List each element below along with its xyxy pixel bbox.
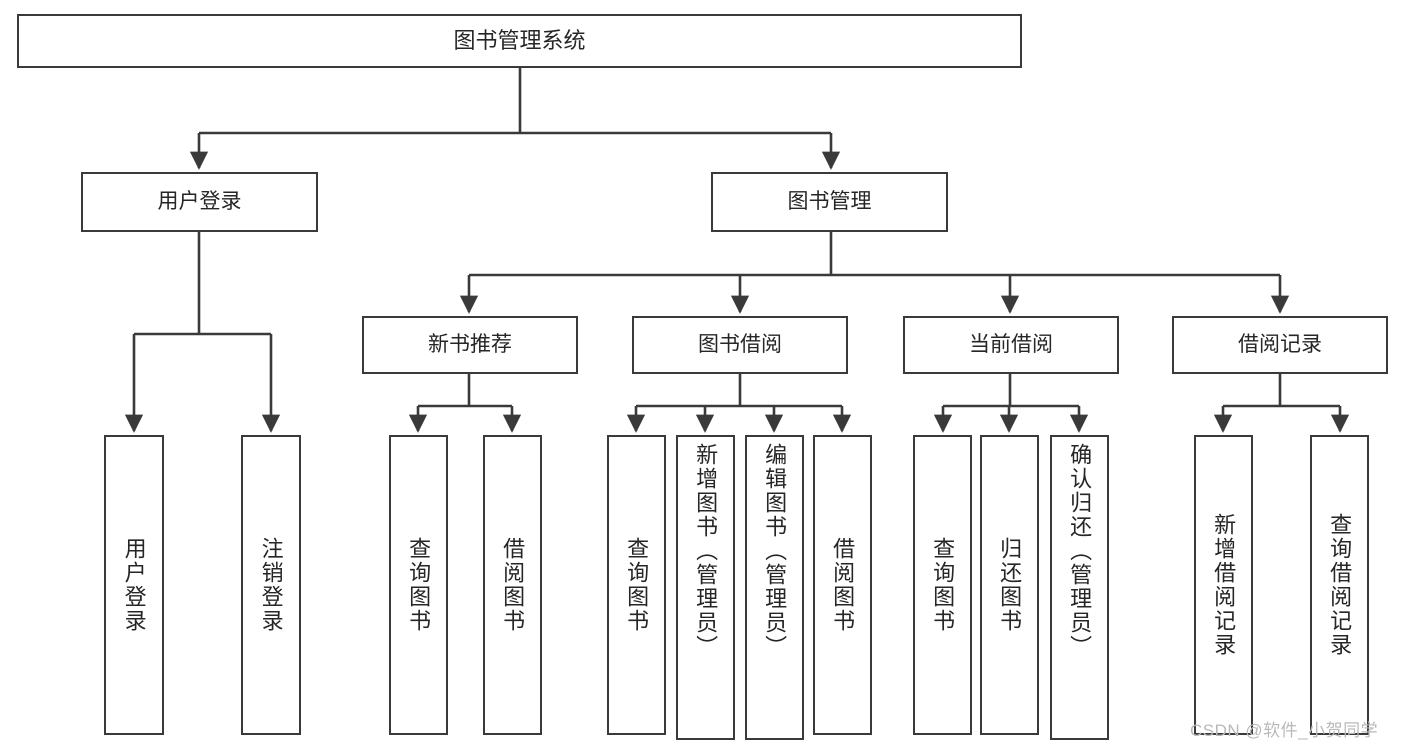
node-leaf-query-book-2[interactable]: 查询图书 <box>607 435 666 735</box>
node-leaf-user-login-label: 用户登录 <box>121 537 147 633</box>
node-book-borrow-label: 图书借阅 <box>698 333 782 357</box>
node-user-login[interactable]: 用户登录 <box>81 172 318 232</box>
node-leaf-user-login[interactable]: 用户登录 <box>104 435 164 735</box>
node-leaf-logout-login-label: 注销登录 <box>258 537 284 633</box>
node-leaf-query-book-3-label: 查询图书 <box>930 537 956 633</box>
node-leaf-borrow-book-2[interactable]: 借阅图书 <box>813 435 872 735</box>
node-leaf-edit-book-admin-label: 编辑图书（管理员） <box>762 443 788 659</box>
node-user-login-label: 用户登录 <box>157 190 242 214</box>
node-leaf-borrow-book-1-label: 借阅图书 <box>500 537 526 633</box>
node-leaf-add-borrow-record-label: 新增借阅记录 <box>1211 513 1237 657</box>
node-leaf-return-book[interactable]: 归还图书 <box>980 435 1039 735</box>
node-leaf-borrow-book-1[interactable]: 借阅图书 <box>483 435 542 735</box>
node-leaf-add-borrow-record[interactable]: 新增借阅记录 <box>1194 435 1253 735</box>
node-leaf-add-book-admin[interactable]: 新增图书（管理员） <box>676 435 735 740</box>
node-current-borrow[interactable]: 当前借阅 <box>903 316 1119 374</box>
node-leaf-query-borrow-record[interactable]: 查询借阅记录 <box>1310 435 1369 735</box>
node-leaf-confirm-return-admin[interactable]: 确认归还（管理员） <box>1050 435 1109 740</box>
node-book-manage-label: 图书管理 <box>787 190 872 214</box>
node-leaf-query-book-1-label: 查询图书 <box>406 537 432 633</box>
node-leaf-edit-book-admin[interactable]: 编辑图书（管理员） <box>745 435 804 740</box>
node-leaf-query-book-2-label: 查询图书 <box>624 537 650 633</box>
node-current-borrow-label: 当前借阅 <box>969 333 1053 357</box>
node-leaf-query-book-3[interactable]: 查询图书 <box>913 435 972 735</box>
node-leaf-query-borrow-record-label: 查询借阅记录 <box>1327 513 1353 657</box>
node-book-manage[interactable]: 图书管理 <box>711 172 948 232</box>
node-leaf-logout-login[interactable]: 注销登录 <box>241 435 301 735</box>
node-borrow-record[interactable]: 借阅记录 <box>1172 316 1388 374</box>
node-new-book-recommend-label: 新书推荐 <box>428 333 512 357</box>
node-book-borrow[interactable]: 图书借阅 <box>632 316 848 374</box>
node-leaf-query-book-1[interactable]: 查询图书 <box>389 435 448 735</box>
node-leaf-borrow-book-2-label: 借阅图书 <box>830 537 856 633</box>
node-root[interactable]: 图书管理系统 <box>17 14 1022 68</box>
node-leaf-return-book-label: 归还图书 <box>997 537 1023 633</box>
watermark: CSDN @软件_小贺同学 <box>1190 721 1379 740</box>
node-leaf-add-book-admin-label: 新增图书（管理员） <box>693 443 719 659</box>
node-root-label: 图书管理系统 <box>453 27 586 53</box>
node-borrow-record-label: 借阅记录 <box>1238 333 1322 357</box>
node-leaf-confirm-return-admin-label: 确认归还（管理员） <box>1067 443 1093 659</box>
node-new-book-recommend[interactable]: 新书推荐 <box>362 316 578 374</box>
